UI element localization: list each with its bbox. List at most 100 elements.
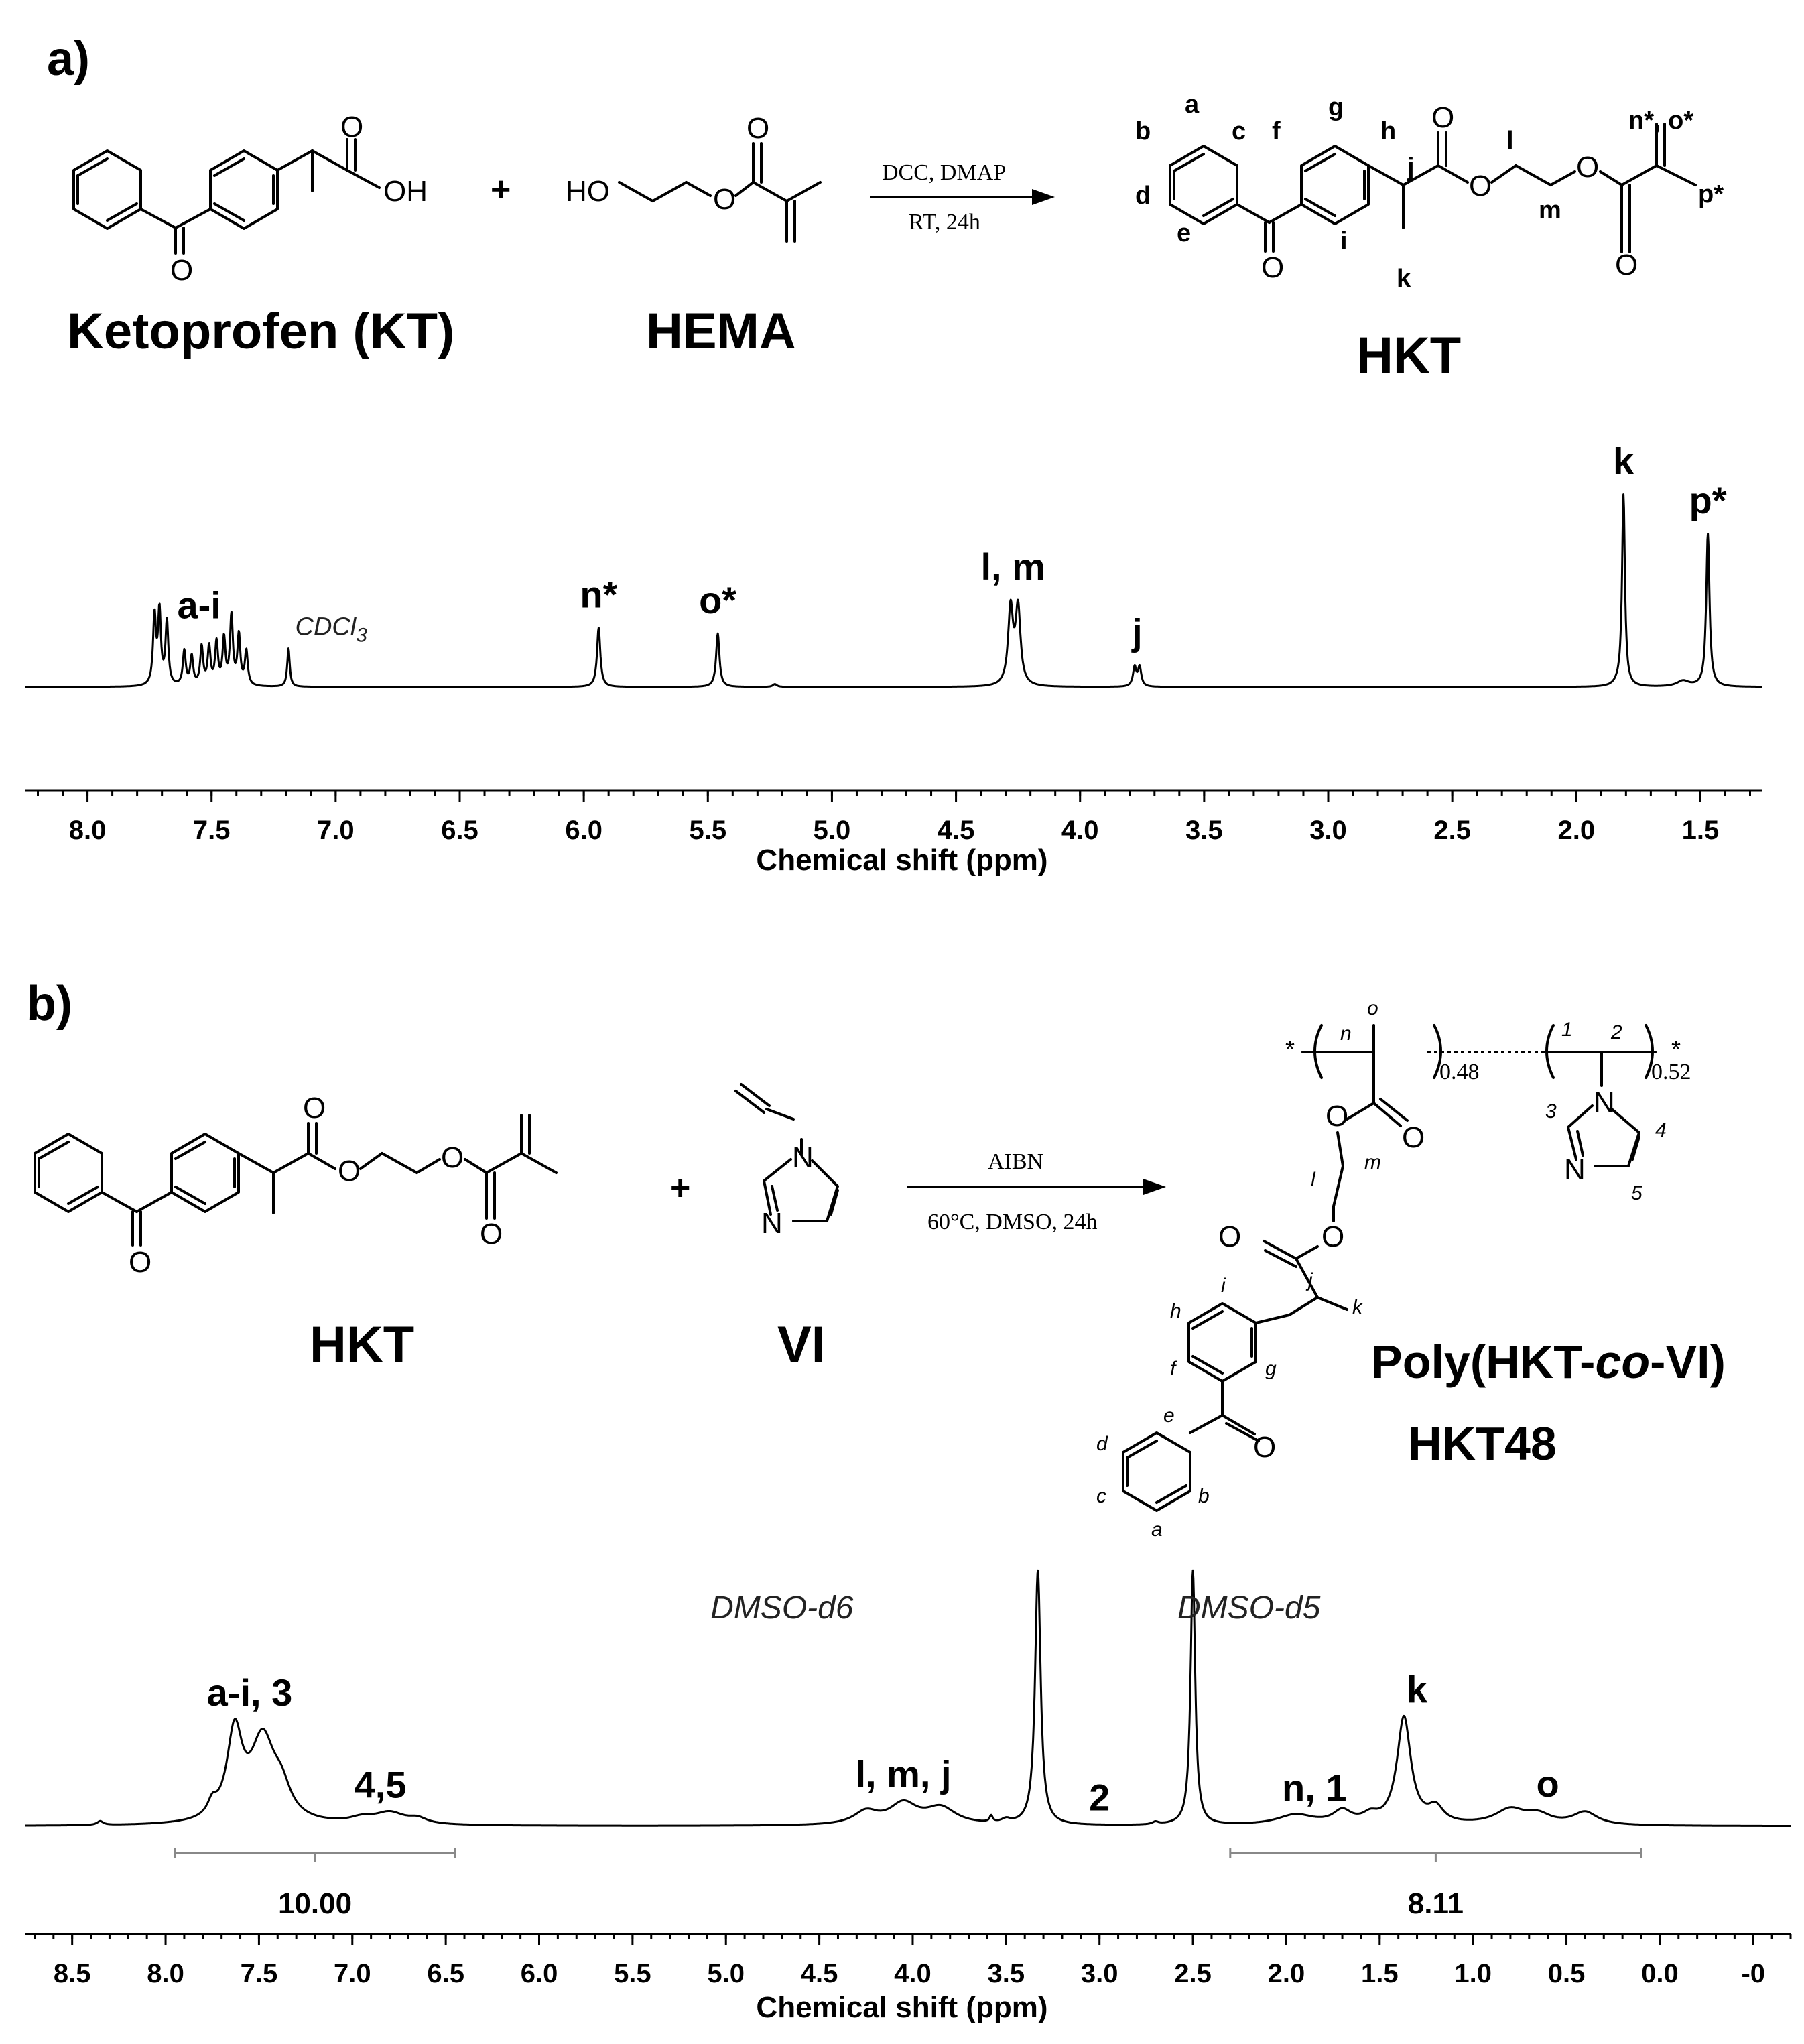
reaction-b-conditions: 60°C, DMSO, 24h: [927, 1210, 1098, 1234]
hema-structure: HO O O: [566, 112, 822, 243]
x-tick-label: 7.0: [334, 1959, 371, 1988]
nmr-trace-a: [25, 493, 1763, 688]
x-axis-title-b: Chemical shift (ppm): [756, 1991, 1047, 2024]
hkt-label-l: l: [1506, 127, 1514, 155]
peak-label: n, 1: [1282, 1767, 1346, 1809]
hkt-ether-o: O: [1576, 151, 1599, 184]
hkt-reactant-ketone-o: O: [129, 1246, 151, 1279]
x-tick-label: 6.5: [427, 1959, 464, 1988]
hkt-label-i: i: [1340, 227, 1348, 255]
x-tick-label: 6.5: [441, 816, 478, 845]
reaction-arrow-b: AIBN 60°C, DMSO, 24h: [907, 1149, 1166, 1234]
poly-star-left: *: [1285, 1035, 1295, 1063]
hkt-reactant-ether-o: O: [441, 1141, 464, 1174]
x-tick-label: 8.5: [54, 1959, 91, 1988]
x-tick-label: 4.0: [894, 1959, 931, 1988]
poly-label-n: n: [1340, 1023, 1352, 1045]
hkt-ester-carbonyl-o: O: [1431, 101, 1454, 134]
hkt-ketone-o: O: [1261, 251, 1284, 284]
reaction-a-conditions: RT, 24h: [909, 210, 980, 235]
x-tick-label: 6.0: [565, 816, 602, 845]
nmr-trace-b: [25, 1569, 1791, 1827]
hkt-product-name: HKT: [1356, 327, 1461, 384]
poly-label-2: 2: [1610, 1021, 1622, 1043]
poly-subscript-y: 0.52: [1651, 1060, 1691, 1084]
integral-value: 8.11: [1408, 1887, 1464, 1920]
peak-label: a-i: [178, 584, 221, 626]
x-tick-label: 1.0: [1454, 1959, 1492, 1988]
poly-product-code: HKT48: [1408, 1417, 1557, 1470]
poly-label-o: o: [1367, 997, 1378, 1019]
integral-value: 10.00: [278, 1887, 352, 1920]
poly-label-e: e: [1163, 1405, 1175, 1427]
x-tick-label: 4.0: [1061, 816, 1099, 845]
hema-carbonyl-o: O: [747, 112, 769, 145]
hkt-label-n-o: n*, o*: [1628, 107, 1693, 135]
peak-label: k: [1407, 1668, 1428, 1710]
hkt-label-c: c: [1232, 117, 1246, 145]
hkt-label-b: b: [1135, 117, 1151, 145]
hkt-reactant-methacrylate-o: O: [480, 1218, 503, 1251]
poly-label-d: d: [1096, 1433, 1108, 1455]
x-tick-label: 6.0: [521, 1959, 558, 1988]
ketoprofen-oh: OH: [383, 175, 428, 208]
poly-side-ether-o: O: [1322, 1220, 1344, 1253]
x-tick-label: 3.0: [1081, 1959, 1118, 1988]
ketoprofen-acid-o: O: [340, 111, 363, 143]
reaction-b-initiator: AIBN: [988, 1149, 1043, 1174]
vi-n2: N: [761, 1207, 783, 1240]
poly-backbone-ester-o: O: [1326, 1100, 1348, 1133]
hema-name: HEMA: [646, 303, 796, 360]
x-tick-label: 5.5: [689, 816, 726, 845]
vi-n1: N: [792, 1141, 814, 1174]
vi-name: VI: [777, 1316, 826, 1373]
vi-structure: N N: [734, 1083, 839, 1240]
poly-label-3: 3: [1545, 1100, 1557, 1123]
hkt-label-p: p*: [1698, 180, 1724, 208]
hkt-product-structure: O O O O O a b c d e f g h i j k l m n*, …: [1135, 90, 1724, 293]
reaction-arrow-a: DCC, DMAP RT, 24h: [870, 160, 1055, 235]
hema-ho: HO: [566, 175, 610, 208]
panel-a-label: a): [47, 32, 90, 86]
hkt-label-f: f: [1272, 117, 1281, 145]
solvent-label: CDCl3: [296, 613, 368, 646]
x-tick-label: 2.5: [1174, 1959, 1212, 1988]
x-tick-label: 3.5: [1185, 816, 1223, 845]
poly-label-i: i: [1221, 1275, 1226, 1297]
peak-label: l, m: [981, 546, 1045, 588]
plus-sign-b: +: [670, 1169, 690, 1208]
peak-label: k: [1613, 440, 1634, 483]
x-tick-label: 5.5: [614, 1959, 651, 1988]
x-tick-label: 4.5: [938, 816, 975, 845]
hkt-reactant-carbonyl-o: O: [303, 1092, 326, 1125]
hkt-label-m: m: [1539, 196, 1561, 225]
hkt-label-j: j: [1407, 153, 1415, 182]
hkt-label-e: e: [1177, 219, 1191, 247]
poly-label-m: m: [1364, 1151, 1381, 1173]
ketoprofen-carbonyl-o: O: [170, 254, 193, 287]
poly-label-5: 5: [1631, 1182, 1642, 1204]
hkt-label-k: k: [1397, 265, 1411, 293]
x-tick-label: 2.0: [1557, 816, 1595, 845]
poly-label-c: c: [1096, 1485, 1106, 1507]
peak-label: o*: [699, 579, 736, 621]
poly-imidazole-n1: N: [1594, 1086, 1615, 1119]
peak-label: 4,5: [355, 1763, 407, 1805]
peak-label: a-i, 3: [207, 1671, 293, 1714]
poly-label-b: b: [1198, 1485, 1210, 1507]
poly-side-carbonyl-o: O: [1218, 1220, 1241, 1253]
plus-sign-a: +: [491, 170, 511, 209]
x-tick-label: 5.0: [707, 1959, 745, 1988]
poly-backbone-carbonyl-o: O: [1402, 1121, 1425, 1154]
solvent-label: DMSO-d6: [710, 1590, 854, 1626]
poly-ketone-o: O: [1253, 1431, 1276, 1464]
poly-label-g: g: [1265, 1358, 1277, 1380]
hkt-reactant-ester-o: O: [338, 1155, 361, 1188]
poly-product-name: Poly(HKT-co-VI): [1371, 1336, 1726, 1388]
poly-star-right: *: [1671, 1035, 1681, 1063]
poly-product-structure: * 0.48 0.52 * N N O O O O: [1096, 997, 1691, 1541]
hkt-methacrylate-o: O: [1615, 249, 1638, 281]
x-tick-label: 7.5: [241, 1959, 278, 1988]
